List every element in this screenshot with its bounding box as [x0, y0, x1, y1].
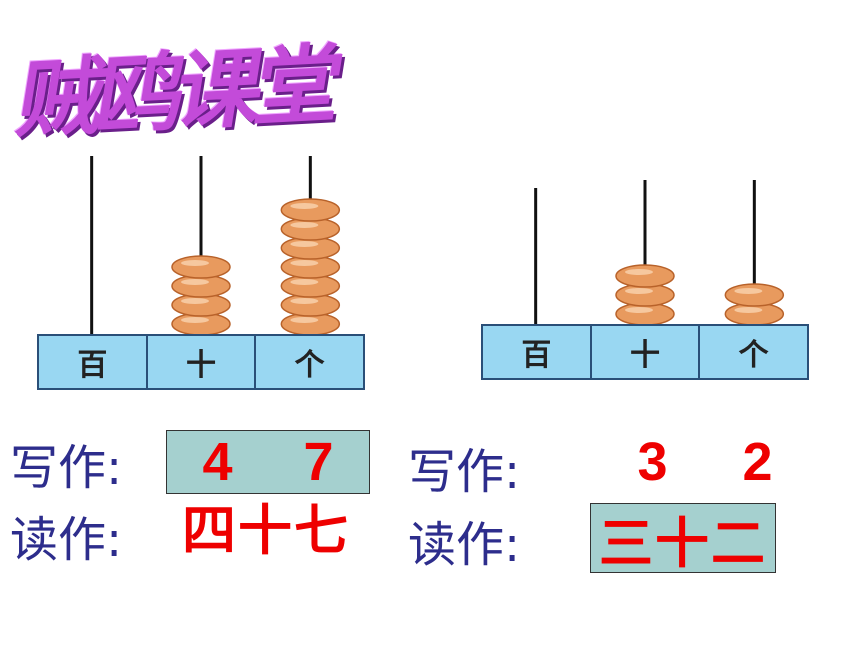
place-value-row: 百 十 个 — [37, 334, 365, 390]
write-answer-left: 4 7 — [166, 430, 370, 494]
place-hundreds: 百 — [39, 336, 148, 388]
write-label-right: 写作: — [408, 444, 521, 500]
tens-digit: 3 — [637, 432, 668, 492]
ones-digit: 2 — [742, 432, 773, 492]
abacus-bead — [724, 283, 785, 307]
place-ones: 个 — [738, 338, 769, 373]
bead-highlight — [290, 298, 319, 304]
bead-highlight — [290, 203, 319, 209]
abacus-bead — [615, 264, 675, 288]
bead-highlight — [181, 260, 209, 266]
place-value-row: 百 十 个 — [481, 324, 809, 380]
place-tens: 十 — [592, 326, 701, 378]
bead-highlight — [181, 298, 209, 304]
page-title: 贼鸥课堂 — [11, 34, 343, 152]
abacus-right-rods — [534, 180, 785, 326]
write-answer-right: 3 2 — [600, 430, 810, 494]
read-answer-left: 四十七 — [182, 500, 350, 561]
bead-highlight — [734, 288, 763, 294]
bead-highlight — [290, 241, 319, 247]
bead-highlight — [290, 279, 319, 285]
bead-highlight — [625, 269, 653, 275]
abacus-bead — [171, 255, 231, 279]
bead-highlight — [625, 307, 653, 313]
bead-highlight — [181, 317, 209, 323]
abacus-bead — [280, 198, 341, 222]
place-hundreds: 百 — [483, 326, 592, 378]
bead-highlight — [181, 279, 209, 285]
bead-highlight — [290, 222, 319, 228]
bead-highlight — [290, 317, 319, 323]
ones-digit: 7 — [303, 432, 334, 492]
abacus-right: 百 十 个 — [481, 180, 809, 380]
abacus-left-rods — [90, 156, 341, 336]
place-tens: 十 — [148, 336, 257, 388]
bead-highlight — [625, 288, 653, 294]
read-label-right: 读作: — [408, 517, 521, 573]
read-label-left: 读作: — [10, 512, 123, 568]
abacus-left: 百 十 个 — [37, 150, 365, 390]
place-ones: 个 — [294, 348, 325, 383]
write-label-left: 写作: — [10, 440, 123, 496]
bead-highlight — [734, 307, 763, 313]
bead-highlight — [290, 260, 319, 266]
tens-digit: 4 — [202, 432, 233, 492]
read-answer-right: 三十二 — [590, 503, 776, 574]
